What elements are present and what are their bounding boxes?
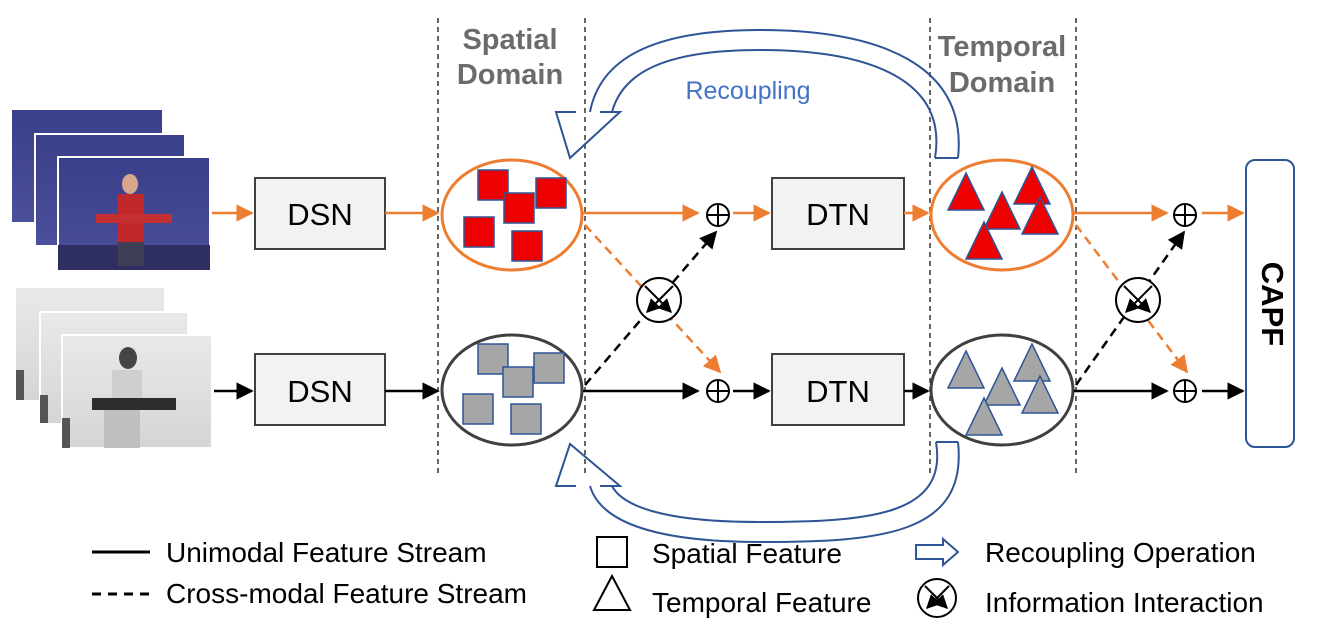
legend-interaction-icon bbox=[917, 578, 957, 618]
legend-unimodal-label: Unimodal Feature Stream bbox=[166, 537, 487, 568]
recoupling-label: Recoupling bbox=[685, 77, 810, 105]
recoupling-arc-top bbox=[554, 28, 960, 160]
interaction-node-spatial bbox=[636, 277, 682, 323]
spatial-domain-title-line1: Spatial bbox=[462, 24, 557, 56]
temporal-domain-title-line1: Temporal bbox=[938, 31, 1066, 63]
legend-triangle-icon bbox=[592, 573, 632, 611]
temporal-feature-rgb bbox=[929, 158, 1075, 272]
capf-block bbox=[1245, 159, 1295, 448]
depth-frames-image bbox=[16, 288, 213, 449]
legend-interaction-label: Information Interaction bbox=[985, 587, 1264, 618]
capf-label: CAPF bbox=[1255, 262, 1290, 346]
legend-square-icon bbox=[596, 536, 628, 568]
add-nodes bbox=[706, 203, 1197, 403]
legend-cross-modal-label: Cross-modal Feature Stream bbox=[166, 578, 527, 609]
dtn-label-top: DTN bbox=[806, 197, 870, 232]
spatial-domain-title-line2: Domain bbox=[457, 59, 563, 91]
legend-recoupling-label: Recoupling Operation bbox=[985, 537, 1256, 568]
spatial-feature-rgb bbox=[440, 158, 584, 272]
dtn-label-bottom: DTN bbox=[806, 374, 870, 409]
dsn-label-top: DSN bbox=[287, 197, 352, 232]
legend-spatial-label: Spatial Feature bbox=[652, 538, 842, 569]
spatial-feature-depth bbox=[440, 333, 584, 447]
temporal-domain-title-line2: Domain bbox=[949, 67, 1055, 99]
rgb-frames-image bbox=[12, 110, 211, 271]
dtn-block-top bbox=[771, 177, 905, 250]
dsn-block-bottom bbox=[254, 353, 386, 426]
recoupling-arc-bottom bbox=[554, 441, 960, 544]
interaction-node-temporal bbox=[1115, 277, 1161, 323]
dtn-block-bottom bbox=[771, 353, 905, 426]
dsn-label-bottom: DSN bbox=[287, 374, 352, 409]
temporal-feature-depth bbox=[929, 333, 1075, 447]
dsn-block-top bbox=[254, 177, 386, 250]
legend: Unimodal Feature Stream Cross-modal Feat… bbox=[92, 536, 1264, 618]
legend-temporal-label: Temporal Feature bbox=[652, 587, 871, 618]
legend-recoupling-arrow-icon bbox=[915, 536, 960, 568]
